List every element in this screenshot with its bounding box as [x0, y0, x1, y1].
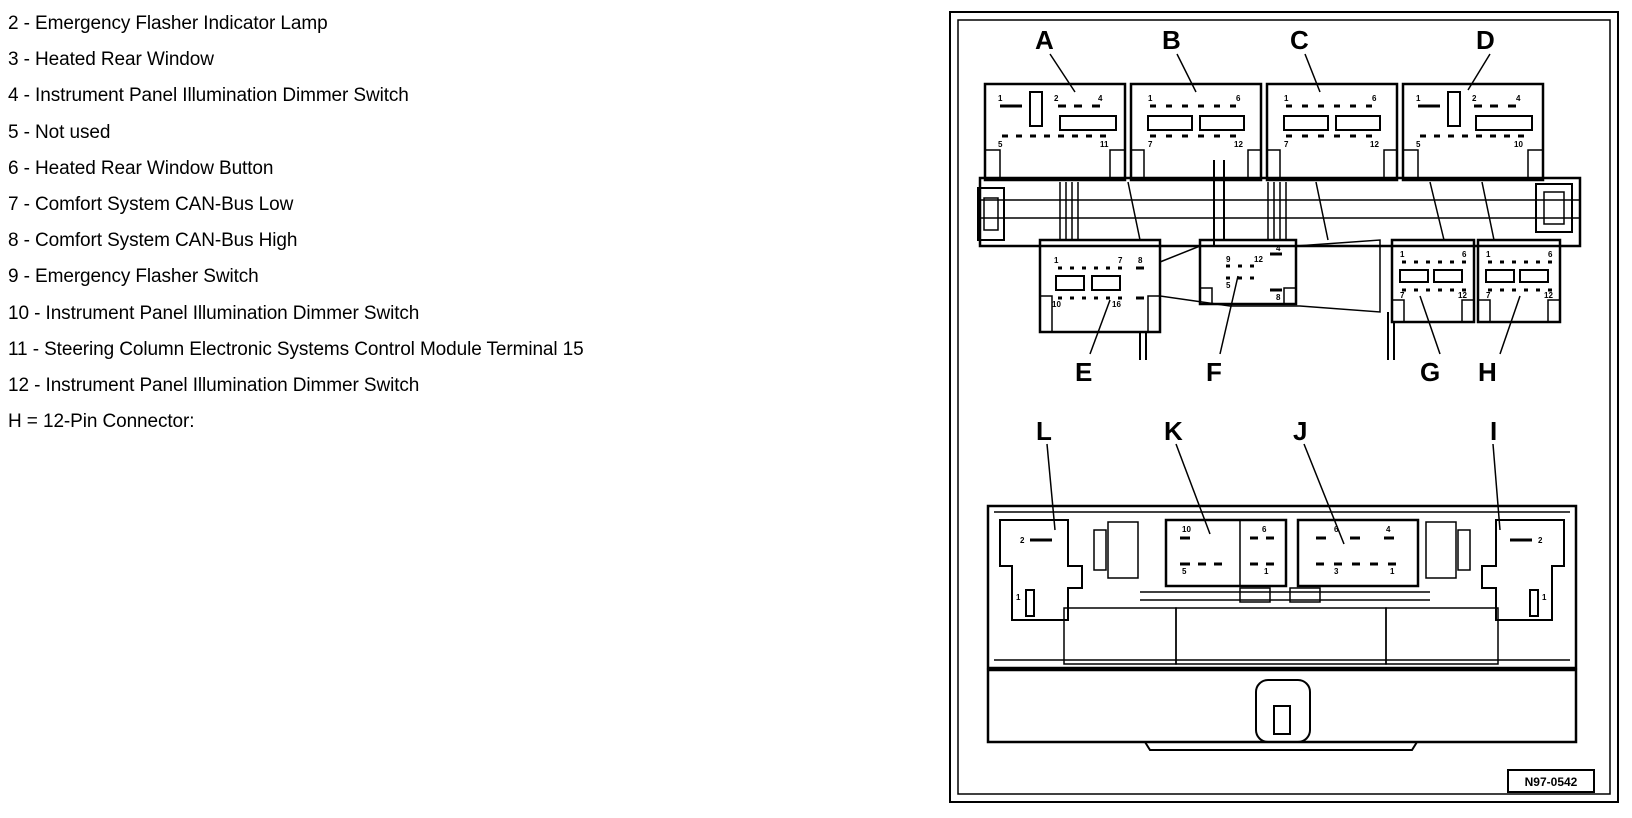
- pin-label: 7: [1118, 256, 1123, 265]
- connector-i: [1481, 519, 1565, 621]
- legend-item: 10 - Instrument Panel Illumination Dimme…: [8, 302, 420, 324]
- pin-label: 5: [1182, 567, 1187, 576]
- connector-j: [1296, 518, 1420, 588]
- pin-label: 2: [1020, 536, 1025, 545]
- legend-list: 2 - Emergency Flasher Indicator Lamp 3 -…: [8, 6, 584, 440]
- connector-label-e: E: [1075, 357, 1092, 387]
- right-end-clip: [1535, 183, 1573, 233]
- pin-label: 1: [998, 94, 1003, 103]
- legend-item: 3 - Heated Rear Window: [8, 49, 214, 71]
- connector-label-g: G: [1420, 357, 1440, 387]
- diagram-frame-outer: [949, 11, 1619, 803]
- legend-item: 8 - Comfort System CAN-Bus High: [8, 230, 298, 252]
- legend-item: 6 - Heated Rear Window Button: [8, 157, 274, 179]
- bottom-assembly: 10 6 5 1 6 4 3 1 2 1 2 1: [986, 504, 1578, 751]
- pin-label: 12: [1544, 291, 1553, 300]
- connector-d: [1401, 82, 1545, 182]
- pin-label: 2: [1538, 536, 1543, 545]
- connector-label-c: C: [1290, 25, 1309, 55]
- bottom-housing: [986, 504, 1578, 670]
- legend-item: 7 - Comfort System CAN-Bus Low: [8, 194, 294, 216]
- connector-f: [1198, 238, 1298, 306]
- connector-label-l: L: [1036, 416, 1052, 446]
- pin-label: 10: [1514, 140, 1523, 149]
- connector-label-h: H: [1478, 357, 1497, 387]
- connector-label-k: K: [1164, 416, 1183, 446]
- connector-label-j: J: [1293, 416, 1307, 446]
- leader-lines-bottom: [1046, 443, 1501, 545]
- pin-label: 1: [1054, 256, 1059, 265]
- pin-label: 6: [1262, 525, 1267, 534]
- connector-c: [1265, 82, 1399, 182]
- center-bridge: [1159, 239, 1381, 313]
- pin-label: 1: [1390, 567, 1395, 576]
- pin-label: 7: [1486, 291, 1491, 300]
- legend-item: 12 - Instrument Panel Illumination Dimme…: [8, 375, 420, 397]
- legend-item: 11 - Steering Column Electronic Systems …: [8, 338, 584, 360]
- pin-label: 1: [1542, 593, 1547, 602]
- pin-label: 8: [1276, 293, 1281, 302]
- connector-a: [983, 82, 1127, 182]
- pin-label: 2: [1472, 94, 1477, 103]
- pin-label: 5: [1416, 140, 1421, 149]
- left-end-clip: [977, 187, 1005, 241]
- pin-label: 6: [1236, 94, 1241, 103]
- top-assembly: 1 2 4 5 11 1 6 7 12: [977, 82, 1582, 360]
- pin-label: 11: [1100, 140, 1109, 149]
- pin-label: 12: [1234, 140, 1243, 149]
- leader-lines-top: [1049, 53, 1521, 355]
- pin-label: 2: [1054, 94, 1059, 103]
- pin-label: 9: [1226, 255, 1231, 264]
- connector-g: [1390, 238, 1476, 324]
- pin-label: 12: [1370, 140, 1379, 149]
- pin-label: 7: [1400, 291, 1405, 300]
- connector-k: [1164, 518, 1288, 588]
- reference-code: N97-0542: [1525, 775, 1578, 789]
- pin-label: 12: [1458, 291, 1467, 300]
- pin-label: 1: [1416, 94, 1421, 103]
- pin-label: 7: [1148, 140, 1153, 149]
- pin-label: 5: [998, 140, 1003, 149]
- pin-label: 1: [1284, 94, 1289, 103]
- connector-label-i: I: [1490, 416, 1497, 446]
- pin-label: 1: [1400, 250, 1405, 259]
- pin-label: 3: [1334, 567, 1339, 576]
- pin-label: 6: [1372, 94, 1377, 103]
- connector-label-a: A: [1035, 25, 1054, 55]
- pin-label: 6: [1548, 250, 1553, 259]
- pin-label: 7: [1284, 140, 1289, 149]
- pin-label: 1: [1148, 94, 1153, 103]
- connector-label-f: F: [1206, 357, 1222, 387]
- pin-label: 10: [1052, 300, 1061, 309]
- pin-label: 4: [1098, 94, 1103, 103]
- connector-e: [1038, 238, 1162, 334]
- connector-label-d: D: [1476, 25, 1495, 55]
- legend-item: 5 - Not used: [8, 121, 111, 143]
- center-latch: [1255, 679, 1311, 743]
- pin-label: 6: [1334, 525, 1339, 534]
- pin-label: 5: [1226, 281, 1231, 290]
- pin-label: 1: [1486, 250, 1491, 259]
- legend-item: 9 - Emergency Flasher Switch: [8, 266, 259, 288]
- pin-label: 4: [1516, 94, 1521, 103]
- reference-box: [1507, 769, 1595, 793]
- pin-label: 1: [1016, 593, 1021, 602]
- connector-label-b: B: [1162, 25, 1181, 55]
- pin-label: 6: [1462, 250, 1467, 259]
- pin-label: 4: [1386, 525, 1391, 534]
- pin-label: 10: [1182, 525, 1191, 534]
- diagram-frame-inner: [957, 19, 1611, 795]
- connector-b: [1129, 82, 1263, 182]
- connector-h: [1476, 238, 1562, 324]
- pin-label: 16: [1112, 300, 1121, 309]
- legend-item: 2 - Emergency Flasher Indicator Lamp: [8, 13, 328, 34]
- pin-label: 1: [1264, 567, 1269, 576]
- legend-item: H = 12-Pin Connector:: [8, 411, 195, 433]
- pin-label: 4: [1276, 244, 1281, 253]
- pin-label: 12: [1254, 255, 1263, 264]
- pin-label: 8: [1138, 256, 1143, 265]
- connector-l: [999, 519, 1083, 621]
- legend-item: 4 - Instrument Panel Illumination Dimmer…: [8, 85, 409, 107]
